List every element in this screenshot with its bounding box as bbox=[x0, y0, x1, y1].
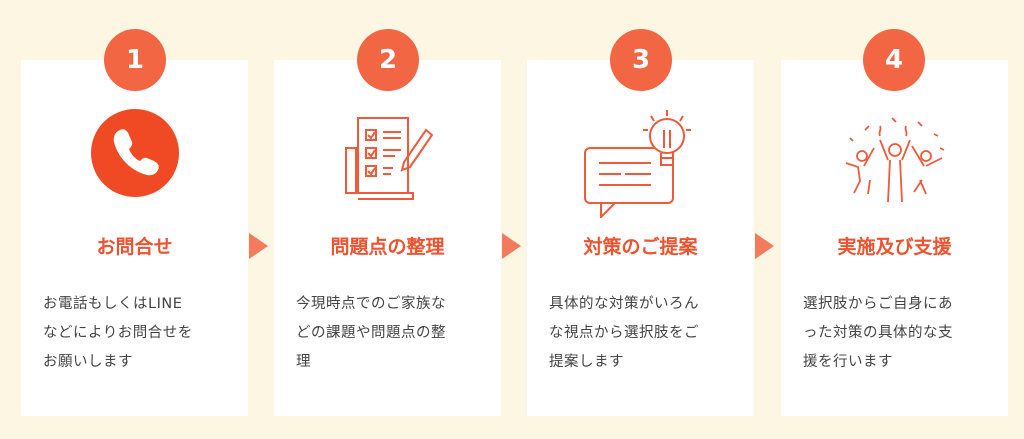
description-line: お願いします bbox=[43, 354, 133, 370]
step-number-badge: 3 bbox=[610, 29, 672, 91]
step-description: 今現時点でのご家族などの課題や問題点の整理 bbox=[296, 290, 487, 377]
description-line: 提案します bbox=[549, 354, 624, 370]
step-card-4: 実施及び支援 選択肢からご自身にあった対策の具体的な支援を行います bbox=[781, 60, 1008, 416]
checklist-icon bbox=[274, 108, 501, 203]
step-title: お問合せ bbox=[96, 236, 173, 258]
step-description: 選択肢からご自身にあった対策の具体的な支援を行います bbox=[803, 290, 994, 377]
description-line: などによりお問合せを bbox=[43, 325, 193, 341]
celebration-icon bbox=[781, 108, 1008, 208]
step-title: 実施及び支援 bbox=[837, 236, 952, 258]
description-line: お電話もしくはLINE bbox=[43, 296, 183, 312]
step-number-badge: 1 bbox=[104, 29, 166, 91]
step-description: 具体的な対策がいろんな視点から選択肢をご提案します bbox=[549, 290, 740, 377]
phone-icon bbox=[21, 108, 248, 198]
description-line: 今現時点でのご家族な bbox=[296, 296, 446, 312]
idea-chat-icon bbox=[527, 108, 754, 218]
description-line: った対策の具体的な支 bbox=[803, 325, 953, 341]
step-card-3: 対策のご提案 具体的な対策がいろんな視点から選択肢をご提案します bbox=[527, 60, 754, 416]
arrow-right-icon bbox=[755, 233, 774, 259]
step-title: 問題点の整理 bbox=[330, 236, 445, 258]
step-description: お電話もしくはLINE などによりお問合せをお願いします bbox=[43, 290, 234, 377]
step-number-badge: 2 bbox=[357, 29, 419, 91]
step-card-2: 問題点の整理 今現時点でのご家族などの課題や問題点の整理 bbox=[274, 60, 501, 416]
step-card-1: お問合せ お電話もしくはLINE などによりお問合せをお願いします bbox=[21, 60, 248, 416]
description-line: 選択肢からご自身にあ bbox=[803, 296, 953, 312]
description-line: 援を行います bbox=[803, 354, 893, 370]
step-number-badge: 4 bbox=[863, 29, 925, 91]
arrow-right-icon bbox=[249, 233, 268, 259]
description-line: 理 bbox=[296, 354, 311, 370]
description-line: どの課題や問題点の整 bbox=[296, 325, 446, 341]
description-line: 具体的な対策がいろん bbox=[549, 296, 699, 312]
arrow-right-icon bbox=[502, 233, 521, 259]
description-line: な視点から選択肢をご bbox=[549, 325, 699, 341]
step-title: 対策のご提案 bbox=[583, 236, 698, 258]
